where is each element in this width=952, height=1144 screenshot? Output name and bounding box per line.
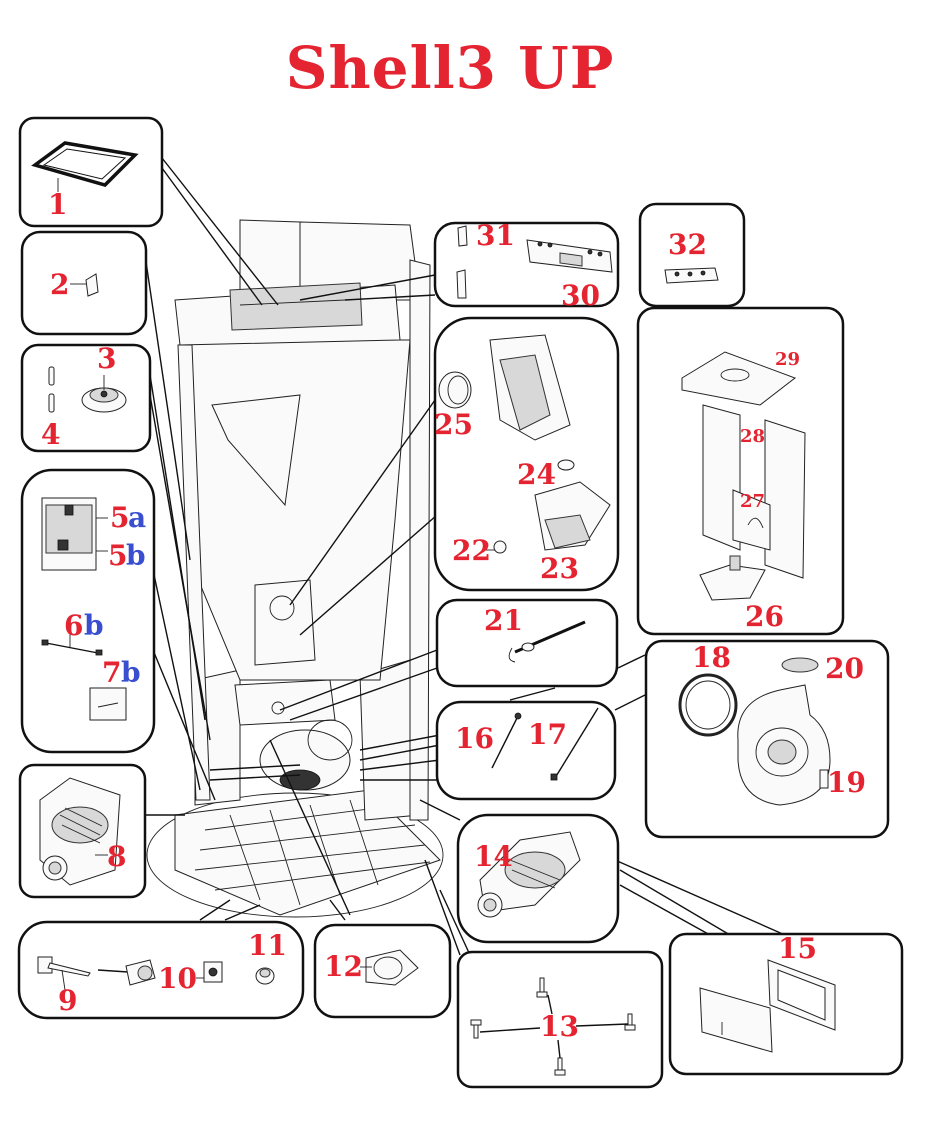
label-1: 1 bbox=[48, 188, 67, 221]
label-21: 21 bbox=[484, 604, 523, 637]
label-17: 17 bbox=[528, 718, 567, 751]
label-19: 19 bbox=[827, 766, 866, 799]
label-27: 27 bbox=[740, 491, 765, 512]
label-5a-suffix: a bbox=[128, 501, 146, 534]
label-5b-suffix: b bbox=[126, 539, 146, 572]
label-18: 18 bbox=[692, 641, 731, 674]
label-10: 10 bbox=[158, 962, 197, 995]
label-23: 23 bbox=[540, 552, 579, 585]
part-box-30-31 bbox=[433, 221, 620, 308]
label-22: 22 bbox=[452, 534, 491, 567]
label-6b-number: 6 bbox=[64, 609, 83, 642]
label-29: 29 bbox=[775, 349, 800, 370]
label-12: 12 bbox=[324, 950, 363, 983]
leader-lines bbox=[144, 157, 786, 956]
part-box-5-7 bbox=[20, 468, 156, 754]
part-box-9-11 bbox=[17, 920, 305, 1020]
label-30: 30 bbox=[561, 279, 600, 312]
label-13: 13 bbox=[540, 1010, 579, 1043]
part-box-2 bbox=[20, 230, 148, 336]
diagram-title: Shell3 UP bbox=[285, 34, 615, 102]
part-box-13 bbox=[456, 950, 664, 1089]
label-28: 28 bbox=[740, 426, 765, 447]
label-7b-suffix: b bbox=[121, 656, 141, 689]
label-26: 26 bbox=[745, 600, 784, 633]
part-box-14 bbox=[456, 813, 620, 944]
label-24: 24 bbox=[517, 458, 556, 491]
callout-labels: 1 2 3 4 5 a 5 b 6 b 7 b 8 9 10 11 12 13 … bbox=[41, 188, 866, 1043]
part-box-3-4 bbox=[20, 343, 152, 453]
label-11: 11 bbox=[248, 929, 287, 962]
label-32: 32 bbox=[668, 228, 707, 261]
label-5a-number: 5 bbox=[110, 501, 129, 534]
label-15: 15 bbox=[778, 932, 817, 965]
label-2: 2 bbox=[50, 268, 69, 301]
part-box-12 bbox=[313, 923, 452, 1019]
label-7b-number: 7 bbox=[102, 656, 121, 689]
label-3: 3 bbox=[97, 342, 116, 375]
label-6b-suffix: b bbox=[84, 609, 104, 642]
part-box-32 bbox=[638, 202, 746, 308]
label-14: 14 bbox=[474, 840, 513, 873]
part-box-22-25 bbox=[433, 316, 620, 592]
label-31: 31 bbox=[476, 219, 515, 252]
label-20: 20 bbox=[825, 652, 864, 685]
label-5b-number: 5 bbox=[108, 539, 127, 572]
part-box-1 bbox=[18, 116, 164, 228]
label-4: 4 bbox=[41, 418, 60, 451]
label-9: 9 bbox=[58, 984, 77, 1017]
part-box-21 bbox=[435, 598, 619, 688]
stove-body bbox=[146, 219, 444, 918]
part-box-15 bbox=[668, 932, 904, 1076]
label-8: 8 bbox=[107, 840, 126, 873]
label-16: 16 bbox=[455, 722, 494, 755]
part-box-26-29 bbox=[636, 306, 845, 636]
part-box-16-17 bbox=[435, 700, 617, 801]
label-25: 25 bbox=[434, 408, 473, 441]
part-box-8 bbox=[18, 763, 147, 899]
part-box-18-20 bbox=[644, 639, 890, 839]
